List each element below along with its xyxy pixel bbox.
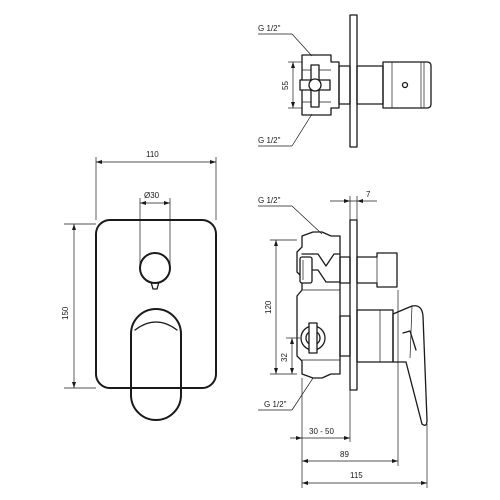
side-lever-assembly [339, 305, 428, 426]
front-width-label: 110 [146, 150, 159, 159]
side-plate [349, 219, 358, 391]
front-width-dimension: 110 [95, 150, 217, 220]
front-knob [139, 252, 171, 284]
side-view: 7 G 1/2" G 1/2" 120 32 [258, 190, 428, 488]
side-depth-89-dimension: 89 [301, 290, 399, 466]
side-height-120-dimension: 120 [264, 239, 297, 375]
front-height-label: 150 [61, 306, 70, 320]
front-lever-handle [130, 308, 182, 421]
side-depth-range-label: 30 - 50 [309, 427, 334, 436]
top-thread-top-leader: G 1/2" [258, 24, 313, 57]
side-thread-bottom-label: G 1/2" [264, 400, 287, 409]
side-height-120-label: 120 [264, 300, 273, 314]
side-thread-top-leader: G 1/2" [258, 196, 323, 235]
top-plate [349, 14, 358, 148]
front-view: 110 Ø30 150 [61, 150, 217, 421]
front-height-dimension: 150 [61, 223, 96, 389]
side-height-32-dimension: 32 [280, 337, 300, 374]
front-lever-inner [134, 321, 178, 331]
side-upper-fitting [299, 256, 313, 284]
side-thread-bottom-leader: G 1/2" [258, 377, 314, 411]
side-knob-stem [339, 252, 398, 288]
side-lever-handle [392, 305, 428, 426]
top-thread-top-label: G 1/2" [258, 24, 281, 33]
top-thread-bottom-label: G 1/2" [258, 136, 281, 145]
side-plate-thickness-dimension: 7 [330, 190, 377, 220]
top-cartridge [356, 65, 384, 105]
front-cover-plate [95, 219, 217, 389]
side-thread-top-label: G 1/2" [258, 196, 281, 205]
top-spacing-label: 55 [281, 81, 290, 90]
front-knob-dimension: Ø30 [139, 191, 171, 268]
top-view: 55 G 1/2" G 1/2" [258, 14, 432, 148]
side-depth-115-dimension: 115 [301, 424, 428, 488]
side-depth-89-label: 89 [340, 450, 349, 459]
front-knob-diameter-label: Ø30 [144, 191, 160, 200]
top-housing [301, 54, 340, 116]
side-height-32-label: 32 [280, 353, 289, 362]
top-thread-bottom-leader: G 1/2" [258, 113, 313, 147]
side-depth-range-dimension: 30 - 50 [290, 378, 351, 442]
top-shaft [338, 65, 351, 105]
side-lower-fitting [300, 322, 326, 354]
front-knob-tab [150, 281, 160, 290]
side-housing [296, 231, 341, 379]
side-depth-115-label: 115 [350, 471, 363, 480]
top-spacing-dimension: 55 [281, 61, 302, 109]
side-plate-thickness-label: 7 [366, 190, 371, 199]
top-cross-fitting [299, 64, 331, 108]
